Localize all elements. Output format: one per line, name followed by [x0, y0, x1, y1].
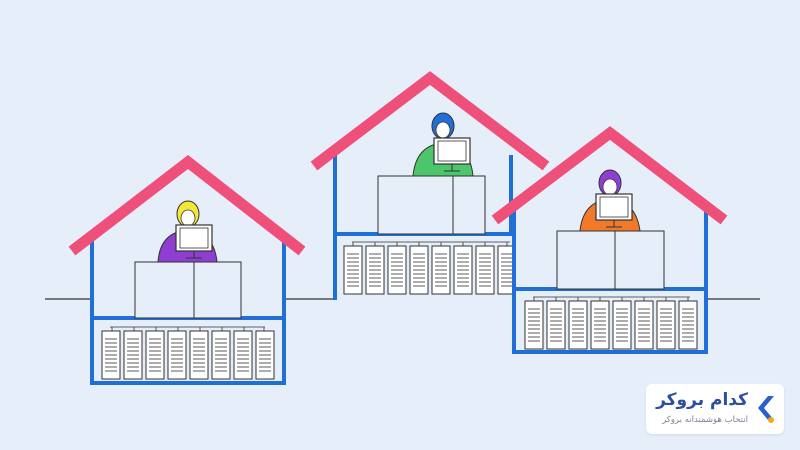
person-blue-green: [412, 112, 474, 177]
person-yellow: [157, 200, 218, 263]
brand-name: کدام بروکر: [656, 390, 748, 410]
person-purple-orange: [579, 169, 641, 232]
roof: [310, 71, 550, 171]
roof: [68, 155, 306, 256]
house-left: [68, 155, 306, 385]
house-middle: [310, 71, 550, 300]
roof: [491, 126, 728, 225]
brand-tagline: انتخاب هوشمندانه بروکر: [662, 415, 748, 425]
house-right: [491, 126, 728, 354]
desk: [377, 175, 486, 235]
brand-logo-card[interactable]: کدام بروکر انتخاب هوشمندانه بروکر: [646, 384, 784, 434]
desk: [556, 230, 665, 290]
brand-chevron-icon: [758, 396, 774, 423]
desk: [134, 261, 242, 319]
